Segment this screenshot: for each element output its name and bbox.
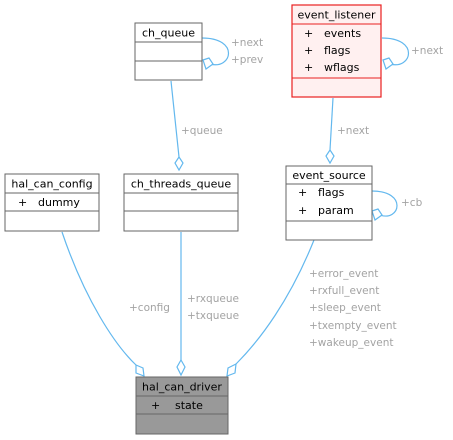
- label-event-listener-next: +next: [411, 45, 443, 57]
- class-hal-can-config[interactable]: hal_can_config + dummy: [4, 173, 100, 232]
- class-title: hal_can_driver: [142, 381, 222, 394]
- edge-events: [235, 239, 315, 365]
- diamond-event-source-self: [371, 208, 383, 221]
- class-event-source[interactable]: event_source + flags + param: [285, 165, 373, 241]
- class-ch-threads-queue[interactable]: ch_threads_queue: [123, 173, 239, 232]
- member-flags: flags: [318, 186, 345, 199]
- diamond-queue: [174, 155, 184, 172]
- member-visibility: +: [18, 196, 27, 209]
- label-txempty-event: +txempty_event: [309, 320, 397, 332]
- label-event-source-cb: +cb: [401, 197, 423, 209]
- label-rxqueue: +rxqueue: [187, 293, 239, 305]
- class-ch-queue[interactable]: ch_queue: [134, 22, 203, 81]
- member-wflags: wflags: [324, 61, 360, 74]
- member-visibility: +: [304, 61, 313, 74]
- diamond-event-listener-self: [382, 57, 394, 70]
- class-title: hal_can_config: [11, 178, 92, 191]
- edges: [61, 37, 410, 377]
- member-visibility: +: [304, 27, 313, 40]
- edge-config: [61, 231, 137, 366]
- edge-event-listener-self: [381, 37, 410, 66]
- edge-labels: +next +prev +next +cb +queue +next +conf…: [129, 37, 443, 349]
- class-event-listener[interactable]: event_listener + events + flags + wflags: [291, 4, 382, 98]
- class-title: ch_threads_queue: [131, 178, 232, 191]
- member-visibility: +: [151, 399, 160, 412]
- label-queue: +queue: [181, 125, 223, 137]
- label-listener-next: +next: [337, 125, 369, 137]
- member-flags: flags: [324, 44, 351, 57]
- label-ch-queue-prev: +prev: [231, 54, 263, 66]
- class-hal-can-driver[interactable]: hal_can_driver + state: [135, 376, 229, 435]
- member-events: events: [324, 27, 361, 40]
- class-title: ch_queue: [142, 27, 195, 40]
- edge-event-source-self: [371, 190, 398, 217]
- label-error-event: +error_event: [309, 268, 378, 280]
- edge-listener-next: [329, 97, 334, 151]
- label-rxfull-event: +rxfull_event: [309, 285, 379, 297]
- member-param: param: [318, 204, 354, 217]
- member-dummy: dummy: [38, 196, 80, 209]
- label-wakeup-event: +wakeup_event: [309, 337, 393, 349]
- label-txqueue: +txqueue: [187, 310, 239, 322]
- diamond-ch-queue-self: [202, 57, 214, 70]
- diamond-listener-next: [325, 148, 335, 165]
- label-sleep-event: +sleep_event: [309, 302, 381, 314]
- member-visibility: +: [304, 44, 313, 57]
- diamond-rx-tx: [176, 358, 186, 377]
- edge-ch-queue-self: [201, 37, 230, 66]
- label-config: +config: [129, 302, 170, 314]
- class-title: event_source: [292, 169, 366, 182]
- edge-queue: [170, 80, 180, 158]
- member-visibility: +: [298, 204, 307, 217]
- member-state: state: [175, 399, 203, 412]
- diamond-config: [135, 364, 145, 377]
- label-ch-queue-next: +next: [231, 37, 263, 49]
- diamond-events: [226, 362, 237, 377]
- class-title: event_listener: [297, 9, 375, 22]
- member-visibility: +: [298, 186, 307, 199]
